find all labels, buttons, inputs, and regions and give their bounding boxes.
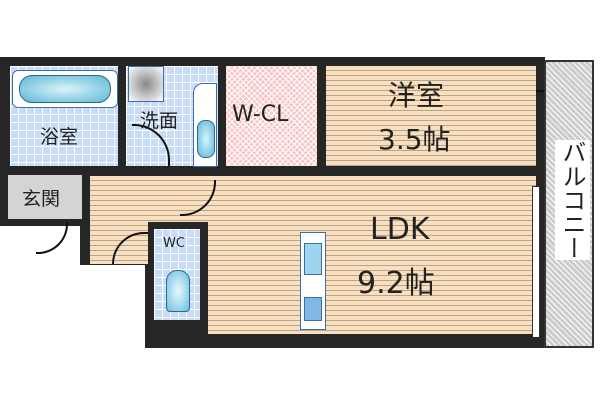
washroom-label: 洗面 — [140, 110, 179, 132]
balcony-label: バルコニー — [555, 140, 590, 260]
washing-machine-icon — [128, 66, 164, 102]
ldk-label: LDK — [370, 212, 430, 247]
western-room-size: 3.5帖 — [378, 123, 451, 156]
bath-label: 浴室 — [40, 126, 79, 148]
closet-label: W-CL — [232, 102, 289, 127]
western-room-label: 洋室 — [388, 79, 445, 112]
balcony-window — [532, 186, 540, 338]
entrance-door[interactable] — [36, 222, 68, 254]
entrance — [8, 175, 82, 219]
toilet-icon — [166, 270, 190, 312]
kitchen-icon — [300, 232, 326, 330]
bathtub-icon — [12, 70, 118, 108]
entrance-label: 玄関 — [22, 188, 61, 210]
western-room — [326, 66, 536, 166]
toilet-label: WC — [163, 236, 185, 251]
walk-in-closet — [226, 66, 317, 166]
ldk-size: 9.2帖 — [357, 266, 435, 301]
sink-icon — [193, 83, 217, 167]
